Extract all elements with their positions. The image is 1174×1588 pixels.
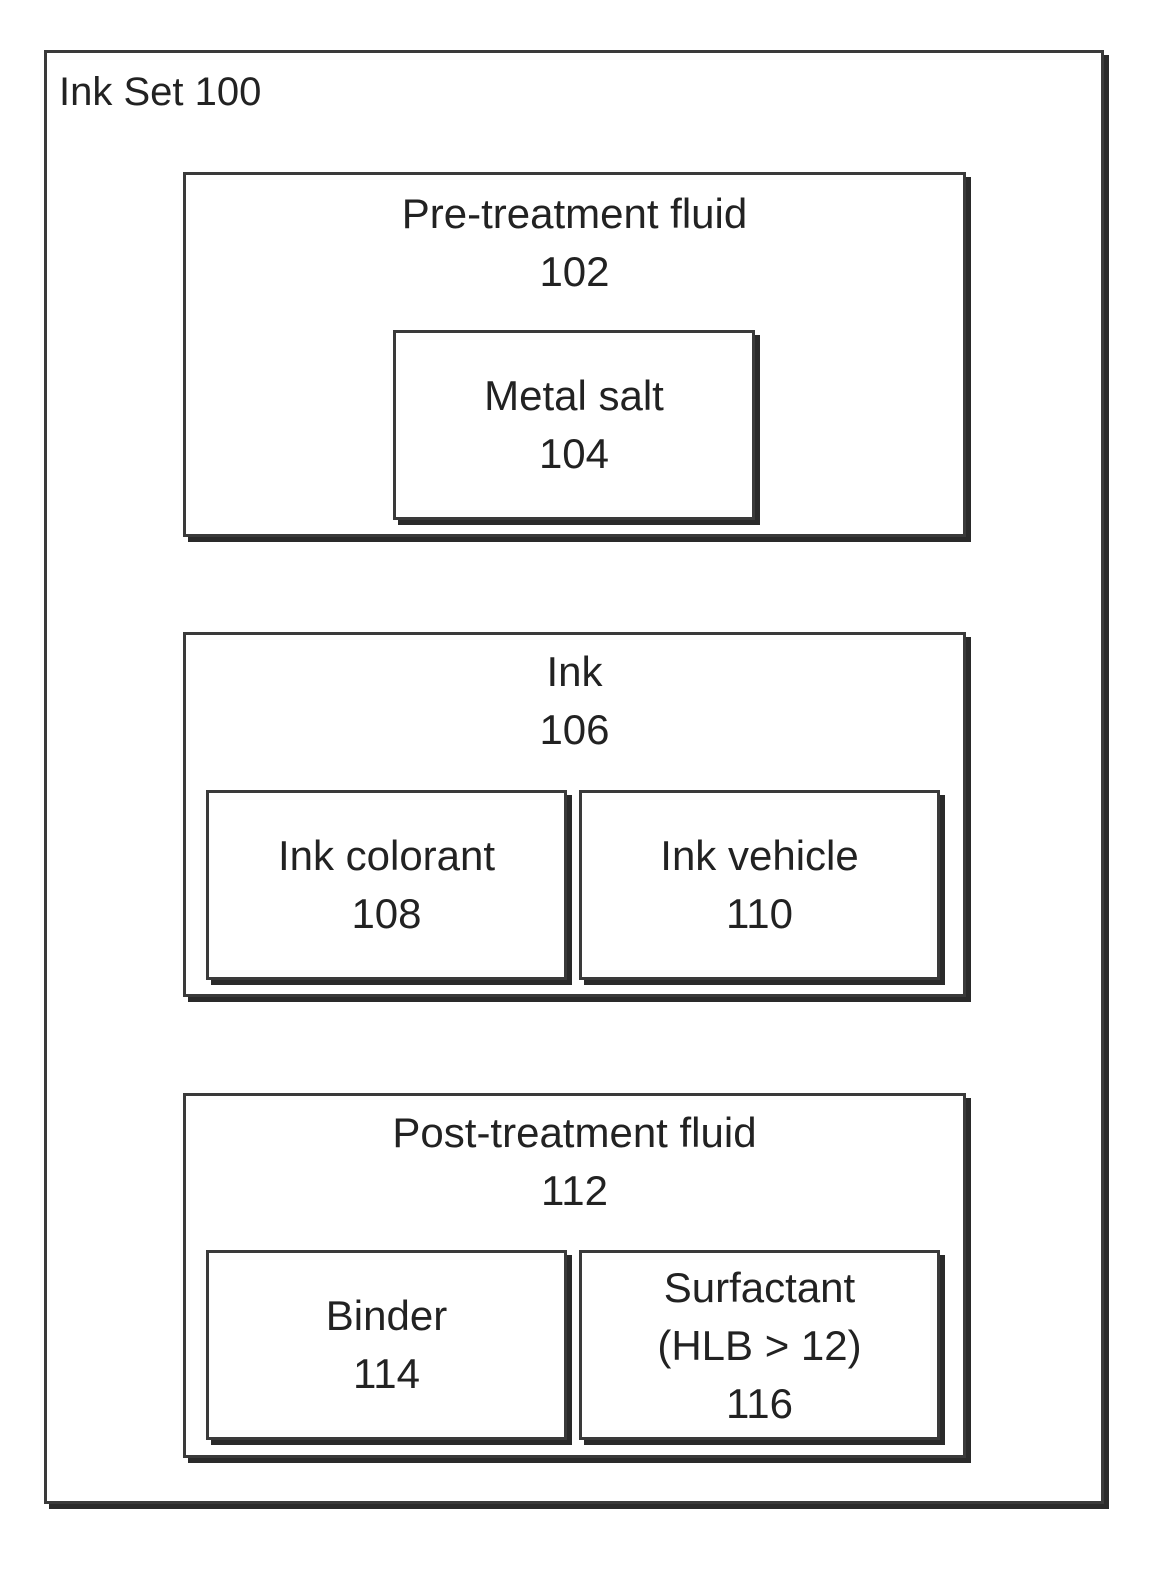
binder-name: Binder [209,1287,564,1345]
metal-salt-box: Metal salt 104 [393,330,755,520]
ink-colorant-box: Ink colorant 108 [206,790,567,980]
pre-treatment-fluid-number: 102 [186,243,963,301]
ink-name: Ink [186,643,963,701]
post-treatment-fluid-number: 112 [186,1162,963,1220]
metal-salt-name: Metal salt [396,367,752,425]
ink-colorant-name: Ink colorant [209,827,564,885]
ink-vehicle-number: 110 [582,885,937,943]
pre-treatment-fluid-name: Pre-treatment fluid [186,185,963,243]
binder-label: Binder 114 [209,1287,564,1403]
metal-salt-label: Metal salt 104 [396,367,752,483]
surfactant-label: Surfactant (HLB > 12) 116 [582,1259,937,1433]
ink-vehicle-box: Ink vehicle 110 [579,790,940,980]
pre-treatment-fluid-label: Pre-treatment fluid 102 [186,185,963,301]
ink-label: Ink 106 [186,643,963,759]
binder-number: 114 [209,1345,564,1403]
surfactant-number: 116 [582,1375,937,1433]
surfactant-qualifier: (HLB > 12) [582,1317,937,1375]
ink-set-title: Ink Set 100 [59,67,261,117]
ink-vehicle-label: Ink vehicle 110 [582,827,937,943]
ink-number: 106 [186,701,963,759]
ink-vehicle-name: Ink vehicle [582,827,937,885]
post-treatment-fluid-label: Post-treatment fluid 112 [186,1104,963,1220]
ink-colorant-number: 108 [209,885,564,943]
surfactant-name: Surfactant [582,1259,937,1317]
post-treatment-fluid-name: Post-treatment fluid [186,1104,963,1162]
surfactant-box: Surfactant (HLB > 12) 116 [579,1250,940,1440]
metal-salt-number: 104 [396,425,752,483]
ink-colorant-label: Ink colorant 108 [209,827,564,943]
binder-box: Binder 114 [206,1250,567,1440]
